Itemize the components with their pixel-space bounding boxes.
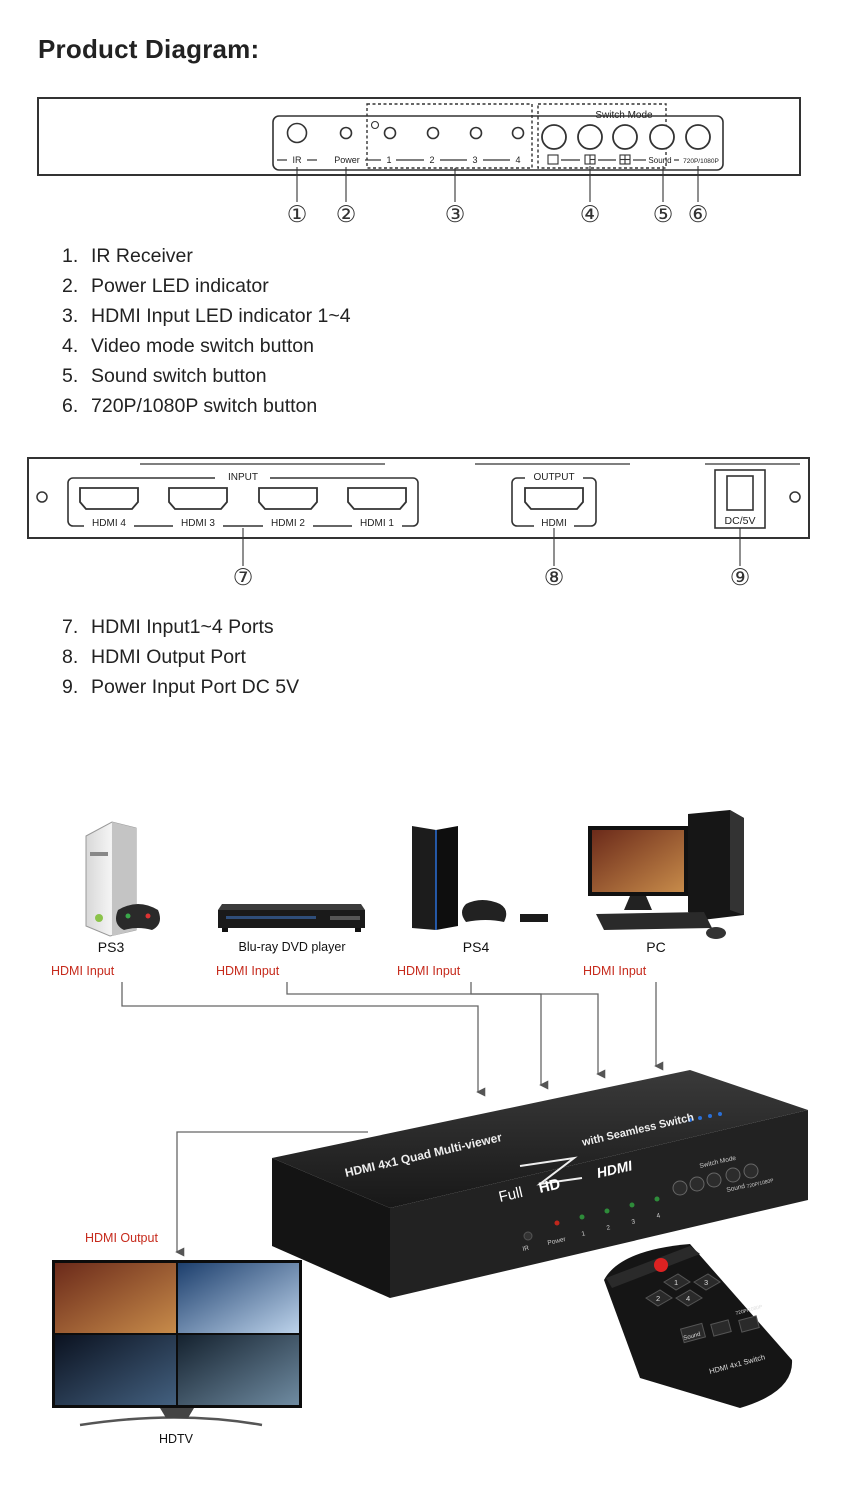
remote-control-image: 1 3 2 4 Sound 720P/1080P HDMI 4x1 Switch <box>604 1244 793 1408</box>
hdmi-port-1 <box>347 487 407 510</box>
remote-key-4: 4 <box>686 1294 690 1303</box>
mode-button-1 <box>541 124 567 150</box>
bluray-player-image <box>218 904 365 932</box>
led-mark <box>370 120 380 130</box>
device-label-ir: IR <box>522 1245 530 1253</box>
ps4-console-image <box>412 826 548 930</box>
hdtv-image <box>52 1260 302 1427</box>
led-group-dashed-box <box>366 103 533 169</box>
device-label-3: 3 <box>631 1218 636 1226</box>
source-name-bluray: Blu-ray DVD player <box>239 940 346 954</box>
device-hd: HD <box>537 1175 562 1196</box>
callout-9: ⑨ <box>730 564 751 590</box>
source-name-ps4: PS4 <box>463 939 490 955</box>
power-led <box>339 126 353 140</box>
legend-item: 5.Sound switch button <box>62 365 267 387</box>
source-name-ps3: PS3 <box>98 939 125 955</box>
callout-6: ⑥ <box>688 201 709 227</box>
legend-item: 9.Power Input Port DC 5V <box>62 676 300 698</box>
hdmi-port-2 <box>258 487 318 510</box>
source-tag-ps3: HDMI Input <box>51 964 115 978</box>
label-hdmi2: HDMI 2 <box>271 518 305 529</box>
label-sound: Sound <box>648 156 671 165</box>
ir-receiver <box>286 122 308 144</box>
full-screen-icon <box>547 154 559 165</box>
device-full: Full <box>497 1184 524 1206</box>
callout-3: ③ <box>445 201 466 227</box>
label-hdmi3: HDMI 3 <box>181 518 215 529</box>
label-resolution: 720P/1080P <box>683 158 719 165</box>
label-output: OUTPUT <box>533 472 574 483</box>
label-in4: 4 <box>515 155 520 165</box>
legend-item: 7.HDMI Input1~4 Ports <box>62 616 274 638</box>
rear-leader-lines <box>242 528 741 566</box>
mode-icons <box>547 154 631 165</box>
source-tag-bluray: HDMI Input <box>216 964 280 978</box>
input-led-2 <box>426 126 440 140</box>
device-label-4: 4 <box>656 1212 661 1220</box>
hdmi-port-3 <box>168 487 228 510</box>
input-led-3 <box>469 126 483 140</box>
front-panel-inner <box>272 115 724 171</box>
front-panel-diagram: IR Power 1 2 3 4 Switch Mode Sound 720P/… <box>37 97 801 227</box>
callout-5: ⑤ <box>653 201 674 227</box>
mode-button-2 <box>577 124 603 150</box>
label-ir: IR <box>293 155 303 165</box>
remote-sound: Sound <box>683 1332 701 1342</box>
device-label-sound: Sound <box>726 1183 746 1194</box>
label-hdmi-output: HDMI <box>541 518 567 529</box>
callout-8: ⑧ <box>544 564 565 590</box>
input-led-4 <box>511 126 525 140</box>
remote-key-3: 3 <box>704 1278 708 1287</box>
legend-item: 8.HDMI Output Port <box>62 646 246 668</box>
page-title: Product Diagram: <box>38 34 260 64</box>
resolution-button <box>685 124 711 150</box>
label-switch-mode: Switch Mode <box>595 110 653 121</box>
dc-jack <box>726 475 754 511</box>
label-hdmi4: HDMI 4 <box>92 518 126 529</box>
legend-item: 2.Power LED indicator <box>62 275 269 297</box>
remote-key-2: 2 <box>656 1294 660 1303</box>
ps3-console-image <box>85 821 160 937</box>
label-in3: 3 <box>472 155 477 165</box>
label-power: Power <box>334 155 360 165</box>
front-leader-lines <box>296 166 699 202</box>
cable-lines <box>121 982 664 1257</box>
connection-diagram: PS3 PS4 PC Blu-ray DVD player HDMI Input… <box>51 810 808 1446</box>
legend-item: 4.Video mode switch button <box>62 335 314 357</box>
callout-2: ② <box>336 201 357 227</box>
hdmi-output-port <box>524 487 584 510</box>
rear-legend-list: 7.HDMI Input1~4 Ports 8.HDMI Output Port… <box>62 612 299 702</box>
legend-item: 6.720P/1080P switch button <box>62 395 318 417</box>
sound-button <box>649 124 675 150</box>
label-hdmi1: HDMI 1 <box>360 518 394 529</box>
front-legend-list: 1.IR Receiver 2.Power LED indicator 3.HD… <box>62 241 351 421</box>
source-tag-pc: HDMI Input <box>583 964 647 978</box>
input-led-1 <box>383 126 397 140</box>
hdmi-port-4 <box>79 487 139 510</box>
source-name-pc: PC <box>646 939 665 955</box>
remote-key-1: 1 <box>674 1278 678 1287</box>
callout-4: ④ <box>580 201 601 227</box>
legend-item: 1.IR Receiver <box>62 245 193 267</box>
source-tag-ps4: HDMI Input <box>397 964 461 978</box>
callout-1: ① <box>287 201 308 227</box>
pc-image <box>588 810 744 939</box>
multiviewer-device-image: HDMI 4x1 Quad Multi-viewer with Seamless… <box>272 1070 808 1298</box>
legend-item: 3.HDMI Input LED indicator 1~4 <box>62 305 351 327</box>
mount-hole-right <box>789 491 801 503</box>
tv-label: HDTV <box>159 1432 194 1446</box>
device-label-power: Power <box>547 1236 567 1247</box>
output-tag: HDMI Output <box>85 1231 158 1245</box>
label-dc: DC/5V <box>725 515 756 527</box>
mode-button-3 <box>612 124 638 150</box>
label-in2: 2 <box>429 155 434 165</box>
label-input: INPUT <box>228 472 258 483</box>
device-label-1: 1 <box>581 1230 586 1238</box>
mount-hole-left <box>36 491 48 503</box>
rear-panel-diagram: INPUT HDMI 4 HDMI 3 HDMI 2 HDMI 1 OUTPUT… <box>27 457 810 590</box>
device-label-2: 2 <box>606 1224 611 1232</box>
label-in1: 1 <box>386 155 391 165</box>
callout-7: ⑦ <box>233 564 254 590</box>
